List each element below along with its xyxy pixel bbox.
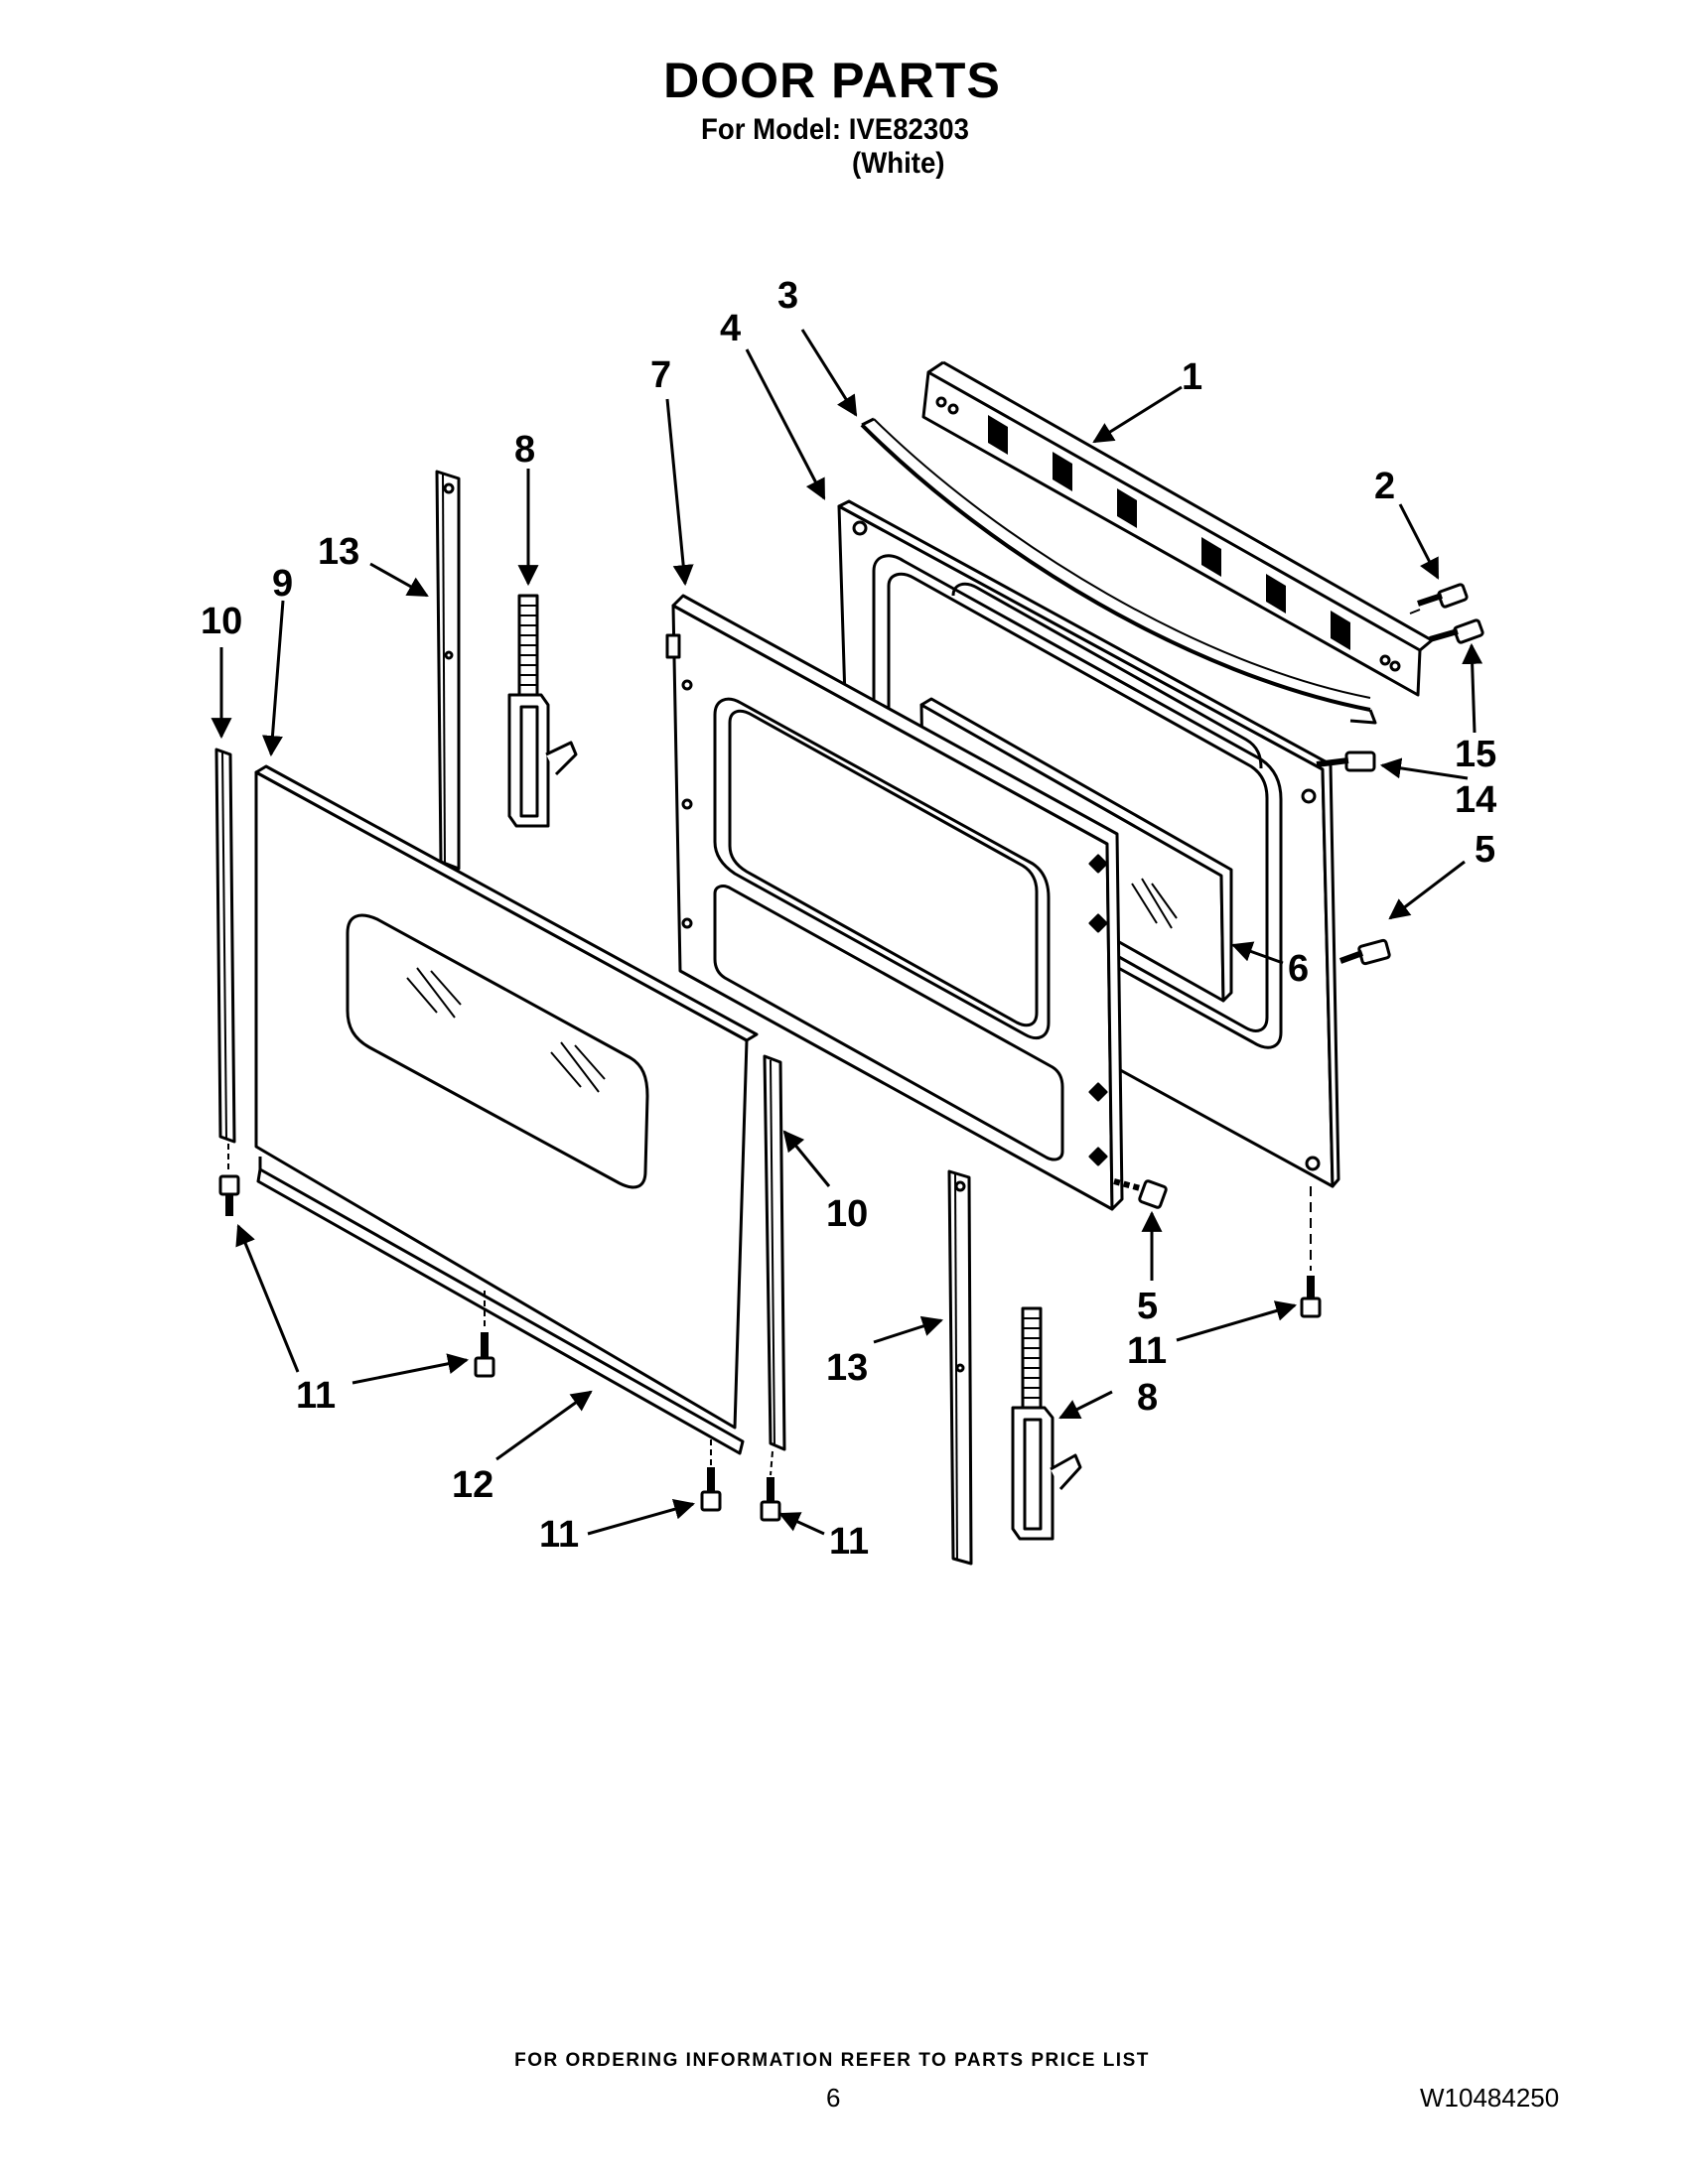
callout-5-right: 5 <box>1475 829 1495 871</box>
screw-part-15 <box>1429 618 1484 644</box>
side-trim-part-left <box>214 748 236 1144</box>
vent-trim-part <box>921 360 1433 697</box>
callout-11-bottom-left: 11 <box>539 1514 579 1556</box>
screw-part-11-b <box>474 1291 495 1378</box>
page-title: DOOR PARTS <box>663 53 1001 108</box>
screw-part-5-right <box>1338 938 1391 966</box>
page-number: 6 <box>826 2083 841 2113</box>
callout-10-left: 10 <box>201 601 242 642</box>
callout-5-bottom: 5 <box>1137 1286 1158 1327</box>
side-trim-part-right <box>763 1054 786 1451</box>
hinge-part-upper <box>507 594 578 828</box>
hinge-channel-part-left <box>435 470 461 871</box>
callout-2: 2 <box>1374 466 1395 507</box>
screw-part-5-bottom <box>1113 1178 1168 1209</box>
outer-door-glass-part <box>254 764 759 1430</box>
color-line: (White) <box>852 147 945 180</box>
callout-9: 9 <box>272 563 293 605</box>
document-number: W10484250 <box>1420 2083 1560 2113</box>
hinge-channel-part-right <box>947 1169 973 1566</box>
screw-part-11-d <box>760 1450 781 1522</box>
inner-door-frame-part <box>665 594 1124 1211</box>
door-handle-part <box>860 417 1377 725</box>
screw-part-11-c <box>700 1439 722 1512</box>
screw-part-2 <box>1409 583 1469 614</box>
callout-15: 15 <box>1455 734 1496 775</box>
leader-lines <box>211 329 1483 1536</box>
callout-1: 1 <box>1182 356 1202 398</box>
callout-3: 3 <box>777 275 798 317</box>
callout-11-right: 11 <box>1127 1330 1167 1372</box>
model-line: For Model: IVE82303 <box>701 113 969 146</box>
callout-8-upper: 8 <box>514 429 535 471</box>
callout-14: 14 <box>1455 779 1496 821</box>
callout-4: 4 <box>720 308 741 349</box>
callout-8-lower: 8 <box>1137 1377 1158 1419</box>
callout-10-right: 10 <box>826 1193 868 1235</box>
callout-13-upper: 13 <box>318 531 359 573</box>
screw-part-11-a <box>218 1144 240 1216</box>
bottom-trim-part <box>256 1157 745 1455</box>
callout-11-left: 11 <box>296 1375 336 1417</box>
hinge-part-lower <box>1011 1306 1082 1541</box>
screw-part-11-e <box>1300 1186 1322 1318</box>
callout-11-bottom-right: 11 <box>829 1521 869 1563</box>
callout-7: 7 <box>650 354 671 396</box>
ordering-info-note: FOR ORDERING INFORMATION REFER TO PARTS … <box>514 2050 1150 2071</box>
callout-6: 6 <box>1288 948 1309 990</box>
callout-12: 12 <box>452 1464 493 1506</box>
callout-13-lower: 13 <box>826 1347 868 1389</box>
screw-part-14 <box>1316 751 1376 772</box>
